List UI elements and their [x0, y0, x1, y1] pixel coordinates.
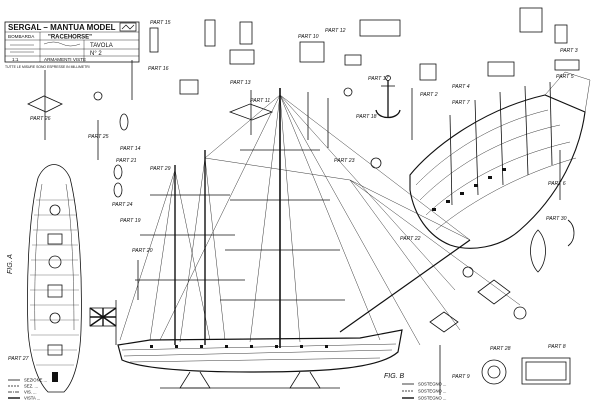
part-label: PART 3: [560, 48, 578, 54]
ship-hull-icon: [409, 71, 591, 249]
brand-logo-icon: [119, 22, 137, 32]
sheet-subtitle: ARMAMENTI VISTE: [44, 57, 86, 62]
legend-item: SEZ. ...: [24, 384, 38, 389]
part-label: PART 2: [420, 92, 438, 98]
legend-item: SEZIONE ...: [24, 378, 47, 383]
scale-text: 1:1: [12, 57, 19, 62]
ensign-flag-icon: [89, 307, 117, 327]
part-label: PART 27: [8, 356, 30, 362]
measurement-note: TUTTE LE MISURE SONO ESPRESSE IN MILLIME…: [5, 65, 90, 69]
legend-item: VIS. ...: [24, 390, 37, 395]
ship-type: BOMBARDA: [8, 34, 35, 39]
main-ship-elevation: [89, 88, 521, 389]
anchor-icon: [375, 75, 401, 119]
part-label: PART 30: [546, 216, 567, 222]
sheet-number: N° 2: [90, 51, 102, 57]
legend-item: VISTA ...: [24, 396, 40, 401]
part-label: PART 5: [556, 74, 574, 80]
part-label: PART 20: [132, 248, 153, 254]
part-label: PART 25: [88, 134, 109, 140]
legend: SEZIONE ... SEZ. ... VIS. ... VISTA ... …: [8, 378, 446, 401]
part-label: PART 15: [150, 20, 171, 26]
figure-a-label: FIG. A: [7, 254, 14, 274]
part-label: PART 26: [30, 116, 51, 122]
part-label: PART 11: [250, 98, 270, 104]
part-label: PART 14: [120, 146, 141, 152]
title-block: SERGAL – MANTUA MODEL BOMBARDA "RACEHORS…: [4, 21, 140, 69]
part-label: PART 12: [325, 28, 346, 34]
part-label: PART 6: [548, 181, 566, 187]
model-name: "RACEHORSE": [48, 35, 92, 41]
part-label: PART 7: [452, 100, 471, 106]
part-label: PART 9: [452, 374, 470, 380]
part-label: PART 17: [368, 76, 390, 82]
part-labels: PART 10 PART 13 PART 12 PART 6 PART 11 P…: [8, 20, 578, 380]
part-label: PART 28: [490, 346, 511, 352]
legend-item: SOSTEGNO ...: [418, 396, 446, 401]
part-label: PART 10: [298, 34, 319, 40]
sheet-word: TAVOLA: [90, 43, 113, 49]
part-label: PART 4: [452, 84, 470, 90]
brand-name: SERGAL – MANTUA MODEL: [8, 23, 116, 32]
part-label: PART 8: [548, 344, 566, 350]
figure-b-label: FIG. B: [384, 373, 405, 380]
part-label: PART 21: [116, 158, 137, 164]
legend-item: SOSTEGNO ...: [418, 389, 446, 394]
part-label: PART 23: [334, 158, 355, 164]
part-label: PART 24: [112, 202, 133, 208]
legend-item: SOSTEGNO ...: [418, 382, 446, 387]
deck-plan-drawing: [27, 164, 82, 393]
part-label: PART 18: [356, 114, 377, 120]
part-label: PART 29: [150, 166, 171, 172]
component-details: [27, 7, 580, 395]
part-label: PART 22: [400, 236, 421, 242]
part-label: PART 16: [148, 66, 169, 72]
part-label: PART 13: [230, 80, 251, 86]
part-label: PART 19: [120, 218, 141, 224]
